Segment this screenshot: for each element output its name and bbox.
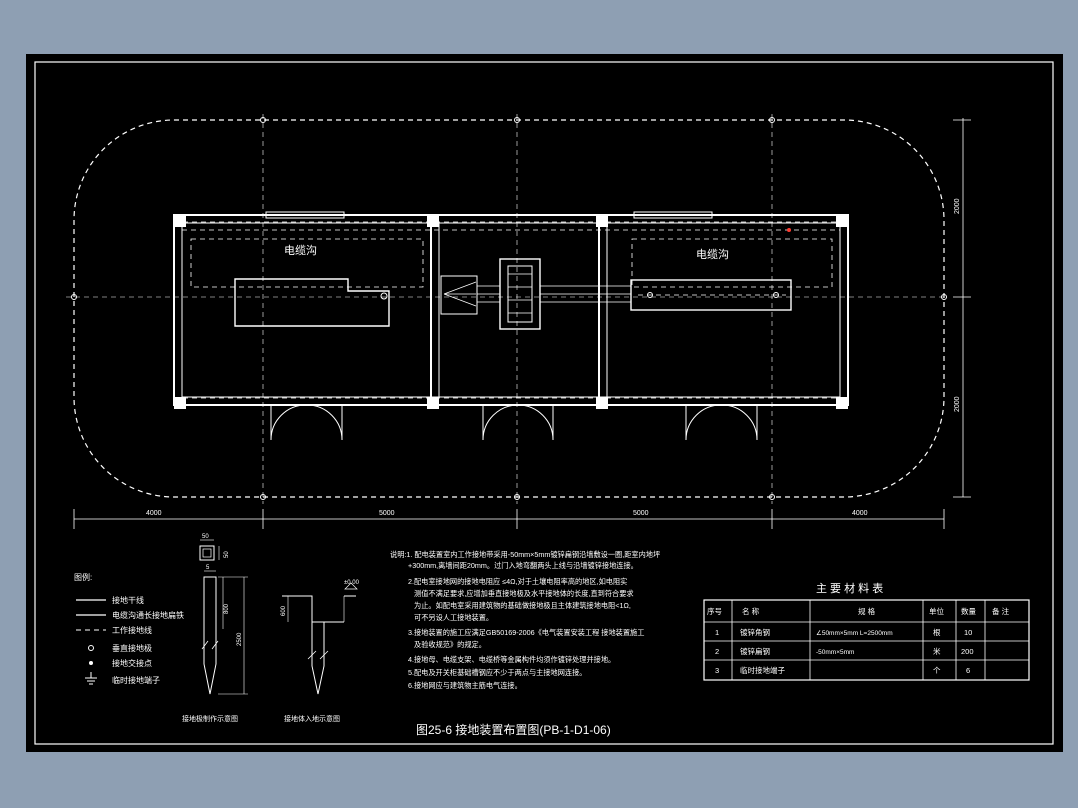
note-line: 可不另设人工接地装置。	[414, 613, 493, 622]
materials-cell: 3	[715, 666, 719, 675]
materials-header: 名 称	[742, 606, 760, 616]
legend-item-3: 工作接地线	[112, 625, 152, 635]
materials-cell: 根	[933, 627, 941, 637]
materials-header: 序号	[707, 606, 722, 616]
room-label-right: 电缆沟	[696, 248, 729, 261]
materials-title: 主 要 材 料 表	[816, 581, 883, 595]
note-line: 说明:1. 配电装置室内工作接地带采用-50mm×5mm镀锌扁钢沿墙敷设一圈,距…	[390, 550, 660, 559]
note-line: 3.接地装置的施工应满足GB50169-2006《电气装置安装工程 接地装置施工	[408, 628, 644, 637]
dim-label-4: 4000	[852, 510, 868, 517]
detail-dim-600: 600	[281, 605, 287, 616]
dimension-horizontal	[73, 509, 945, 529]
note-line: 5.配电及开关柜基础槽钢应不少于两点与主接地网连接。	[408, 668, 587, 677]
legend-title: 图例:	[74, 572, 92, 582]
materials-cell: 10	[964, 628, 972, 637]
ground-entry-detail	[282, 582, 358, 695]
legend-item-2: 电缆沟通长接地扁铁	[112, 610, 184, 620]
detail-elevation: ±0.00	[344, 580, 360, 586]
drawing-title: 图25-6 接地装置布置图(PB-1-D1-06)	[416, 722, 611, 737]
materials-header: 规 格	[858, 606, 876, 616]
dim-label-bottom: 2000	[954, 396, 961, 412]
materials-header: 单位	[929, 606, 944, 616]
cad-drawing: 电缆沟 电缆沟 4000 5000 5000 4000 2000 2000 图例…	[34, 61, 1054, 745]
dimension-vertical	[953, 118, 971, 498]
legend-item-4: 垂直接地极	[112, 643, 152, 653]
legend: 图例: 接地干线 电缆沟通长接地扁铁 工作接地线 垂直接地极 接地交接点 临时接…	[74, 572, 184, 685]
materials-cell: 1	[715, 628, 719, 637]
materials-cell: 6	[966, 666, 970, 675]
ground-terminal-marker	[787, 228, 791, 232]
materials-cell: ∠50mm×5mm L=2500mm	[816, 629, 893, 637]
note-line: 及验收规范》的规定。	[414, 640, 486, 649]
materials-cell: 镀锌扁钢	[740, 646, 770, 656]
room-label-left: 电缆沟	[284, 244, 317, 257]
detail-dim-800: 800	[224, 603, 230, 614]
dim-label-2: 5000	[379, 510, 395, 517]
materials-cell: 临时接地端子	[740, 665, 785, 675]
notes: 说明:1. 配电装置室内工作接地带采用-50mm×5mm镀锌扁钢沿墙敷设一圈,距…	[390, 550, 660, 690]
dim-label-3: 5000	[633, 510, 649, 517]
dim-label-1: 4000	[146, 510, 162, 517]
legend-item-6: 临时接地端子	[112, 675, 160, 685]
building-plan	[173, 211, 849, 441]
detail-dim-50b: 50	[224, 551, 230, 558]
detail-dim-5: 5	[206, 565, 210, 571]
grounding-loop	[73, 119, 945, 498]
note-line: 测值不满足要求,应增加垂直接地极及水平接地体的长度,直到符合要求	[414, 589, 634, 598]
note-line: 为止。如配电室采用建筑物的基础做接地极且主体建筑接地电阻<1Ω,	[414, 601, 631, 610]
detail-dim-2500: 2500	[237, 632, 243, 646]
note-line: 4.接地母、电缆支架、电缆桥等金属构件均须作镀锌处理并接地。	[408, 655, 615, 664]
note-line: +300mm,离墙间距20mm。过门入地弯翻两头上线与沿墙镀锌接地连接。	[408, 561, 638, 570]
electrode-detail	[199, 539, 248, 695]
legend-item-5: 接地交接点	[112, 658, 152, 668]
materials-header: 数量	[961, 606, 976, 616]
dim-label-top: 2000	[954, 198, 961, 214]
materials-cell: 镀锌角钢	[740, 627, 770, 637]
detail-caption-left: 接地极制作示意图	[182, 714, 238, 723]
drawing-sheet: 电缆沟 电缆沟 4000 5000 5000 4000 2000 2000 图例…	[26, 54, 1063, 752]
materials-cell: -50mm×5mm	[816, 649, 854, 656]
detail-caption-right: 接地体入地示意图	[284, 714, 340, 723]
materials-cell: 米	[933, 646, 941, 656]
materials-table	[703, 599, 1030, 681]
legend-item-1: 接地干线	[112, 595, 144, 605]
materials-cell: 2	[715, 647, 719, 656]
detail-dim-50a: 50	[202, 534, 209, 540]
axis-grid	[66, 114, 946, 504]
vertical-electrodes	[71, 117, 947, 500]
materials-cell: 200	[961, 647, 974, 656]
drawing-frame	[34, 61, 1054, 745]
materials-header: 备 注	[992, 606, 1010, 616]
note-line: 2.配电室接地网的接地电阻应 ≤4Ω,对于土壤电阻率高的地区,如电阻实	[408, 577, 627, 586]
note-line: 6.接地网应与建筑物主筋电气连接。	[408, 681, 522, 690]
materials-cell: 个	[933, 666, 941, 675]
